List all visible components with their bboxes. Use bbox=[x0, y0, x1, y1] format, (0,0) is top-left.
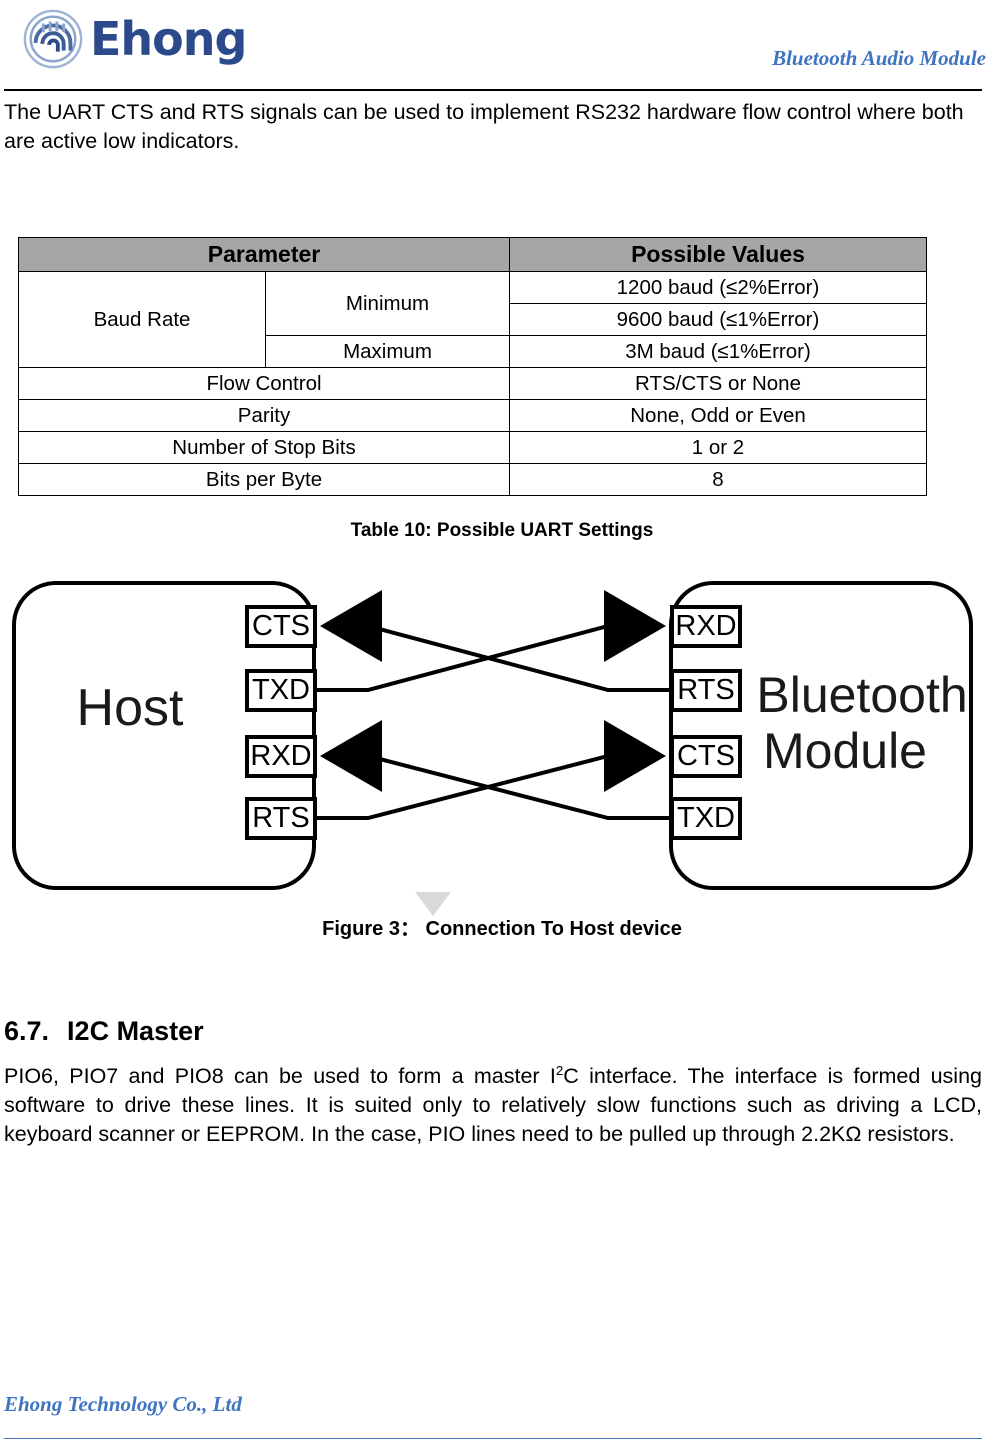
table-row: Number of Stop Bits 1 or 2 bbox=[18, 431, 927, 464]
host-pin-txd-label: TXD bbox=[252, 674, 310, 706]
host-pin-cts-label: CTS bbox=[252, 610, 310, 642]
cell-flow-control-value: RTS/CTS or None bbox=[509, 367, 927, 400]
table-header-row: Parameter Possible Values bbox=[18, 237, 927, 272]
uart-settings-table: Parameter Possible Values Baud Rate Mini… bbox=[18, 237, 927, 496]
section-title: I2C Master bbox=[67, 1016, 204, 1046]
cell-minimum: Minimum bbox=[265, 271, 510, 336]
connection-diagram: CTS TXD RXD RTS RXD RTS CTS TXD bbox=[0, 560, 1004, 905]
section-number: 6.7. bbox=[4, 1016, 50, 1046]
host-pin-cts-box bbox=[245, 605, 317, 648]
cell-parity-value: None, Odd or Even bbox=[509, 399, 927, 432]
gray-chevron-artifact bbox=[415, 892, 451, 916]
module-pin-txd-box bbox=[670, 797, 742, 840]
cell-value-3m: 3M baud (≤1%Error) bbox=[509, 335, 927, 368]
host-pin-txd-box bbox=[245, 669, 317, 712]
table-row: Bits per Byte 8 bbox=[18, 463, 927, 496]
table-caption: Table 10: Possible UART Settings bbox=[350, 520, 654, 541]
host-pin-rxd-label: RXD bbox=[250, 740, 311, 772]
footer-company-name: Ehong Technology Co., Ltd bbox=[4, 1392, 242, 1416]
page-header: Ehong Bluetooth Audio Module bbox=[0, 0, 1004, 92]
table-row: Parity None, Odd or Even bbox=[18, 399, 927, 432]
host-pin-rts-box bbox=[245, 797, 317, 840]
host-pin-rts-label: RTS bbox=[252, 802, 309, 834]
ehong-spiral-logo-icon bbox=[23, 9, 83, 69]
cell-parity: Parity bbox=[18, 399, 510, 432]
cell-stop-bits-value: 1 or 2 bbox=[509, 431, 927, 464]
host-label: Host bbox=[77, 679, 184, 737]
header-divider bbox=[4, 89, 982, 91]
module-pin-rts-label: RTS bbox=[677, 674, 734, 706]
logo-wordmark: Ehong bbox=[90, 12, 247, 66]
cell-value-1200: 1200 baud (≤2%Error) bbox=[509, 271, 927, 304]
section-heading: 6.7. I2C Master bbox=[4, 1016, 204, 1047]
host-pin-rxd-box bbox=[245, 735, 317, 778]
cell-flow-control: Flow Control bbox=[18, 367, 510, 400]
module-pin-rxd-label: RXD bbox=[675, 610, 736, 642]
section-paragraph-part1: PIO6, PIO7 and PIO8 can be used to form … bbox=[4, 1064, 556, 1088]
table-row: Flow Control RTS/CTS or None bbox=[18, 367, 927, 400]
module-pin-group: RXD RTS CTS TXD bbox=[670, 605, 742, 840]
table-row: Baud Rate Minimum 1200 baud (≤2%Error) bbox=[18, 271, 927, 368]
section-paragraph-superscript: 2 bbox=[555, 1062, 564, 1078]
host-pin-group: CTS TXD RXD RTS bbox=[245, 605, 317, 840]
footer-divider bbox=[4, 1438, 982, 1439]
arrowhead-into-host-cts bbox=[320, 590, 382, 662]
table-header-possible-values: Possible Values bbox=[509, 237, 927, 272]
module-pin-txd-label: TXD bbox=[677, 802, 735, 834]
cell-bits-per-byte: Bits per Byte bbox=[18, 463, 510, 496]
module-pin-rxd-box bbox=[670, 605, 742, 648]
cell-value-9600: 9600 baud (≤1%Error) bbox=[509, 303, 927, 336]
table-row: 9600 baud (≤1%Error) bbox=[19, 303, 927, 336]
connection-diagram-svg: CTS TXD RXD RTS RXD RTS CTS TXD bbox=[12, 581, 973, 890]
section-paragraph-part2: C interface. The interface is formed usi… bbox=[4, 1064, 983, 1146]
header-document-title: Bluetooth Audio Module bbox=[772, 46, 986, 70]
cell-bits-per-byte-value: 8 bbox=[509, 463, 927, 496]
table-header-parameter: Parameter bbox=[18, 237, 510, 272]
connection-wires bbox=[313, 624, 672, 820]
section-paragraph: PIO6, PIO7 and PIO8 can be used to form … bbox=[4, 1062, 982, 1149]
arrowhead-into-host-rxd bbox=[320, 720, 382, 792]
module-pin-cts-box bbox=[670, 735, 742, 778]
module-pin-rts-box bbox=[670, 669, 742, 712]
module-label-line1: Bluetooth bbox=[756, 667, 967, 723]
module-label-line2: Module bbox=[763, 723, 927, 779]
cell-baud-rate: Baud Rate bbox=[18, 271, 266, 368]
cell-maximum: Maximum bbox=[265, 335, 510, 368]
arrowhead-into-module-rxd bbox=[604, 590, 666, 662]
figure-caption: Figure 3： Connection To Host device bbox=[322, 918, 682, 940]
intro-paragraph: The UART CTS and RTS signals can be used… bbox=[4, 100, 964, 153]
company-logo: Ehong bbox=[22, 8, 247, 70]
module-pin-cts-label: CTS bbox=[677, 740, 735, 772]
arrowhead-into-module-cts bbox=[604, 720, 666, 792]
cell-stop-bits: Number of Stop Bits bbox=[18, 431, 510, 464]
